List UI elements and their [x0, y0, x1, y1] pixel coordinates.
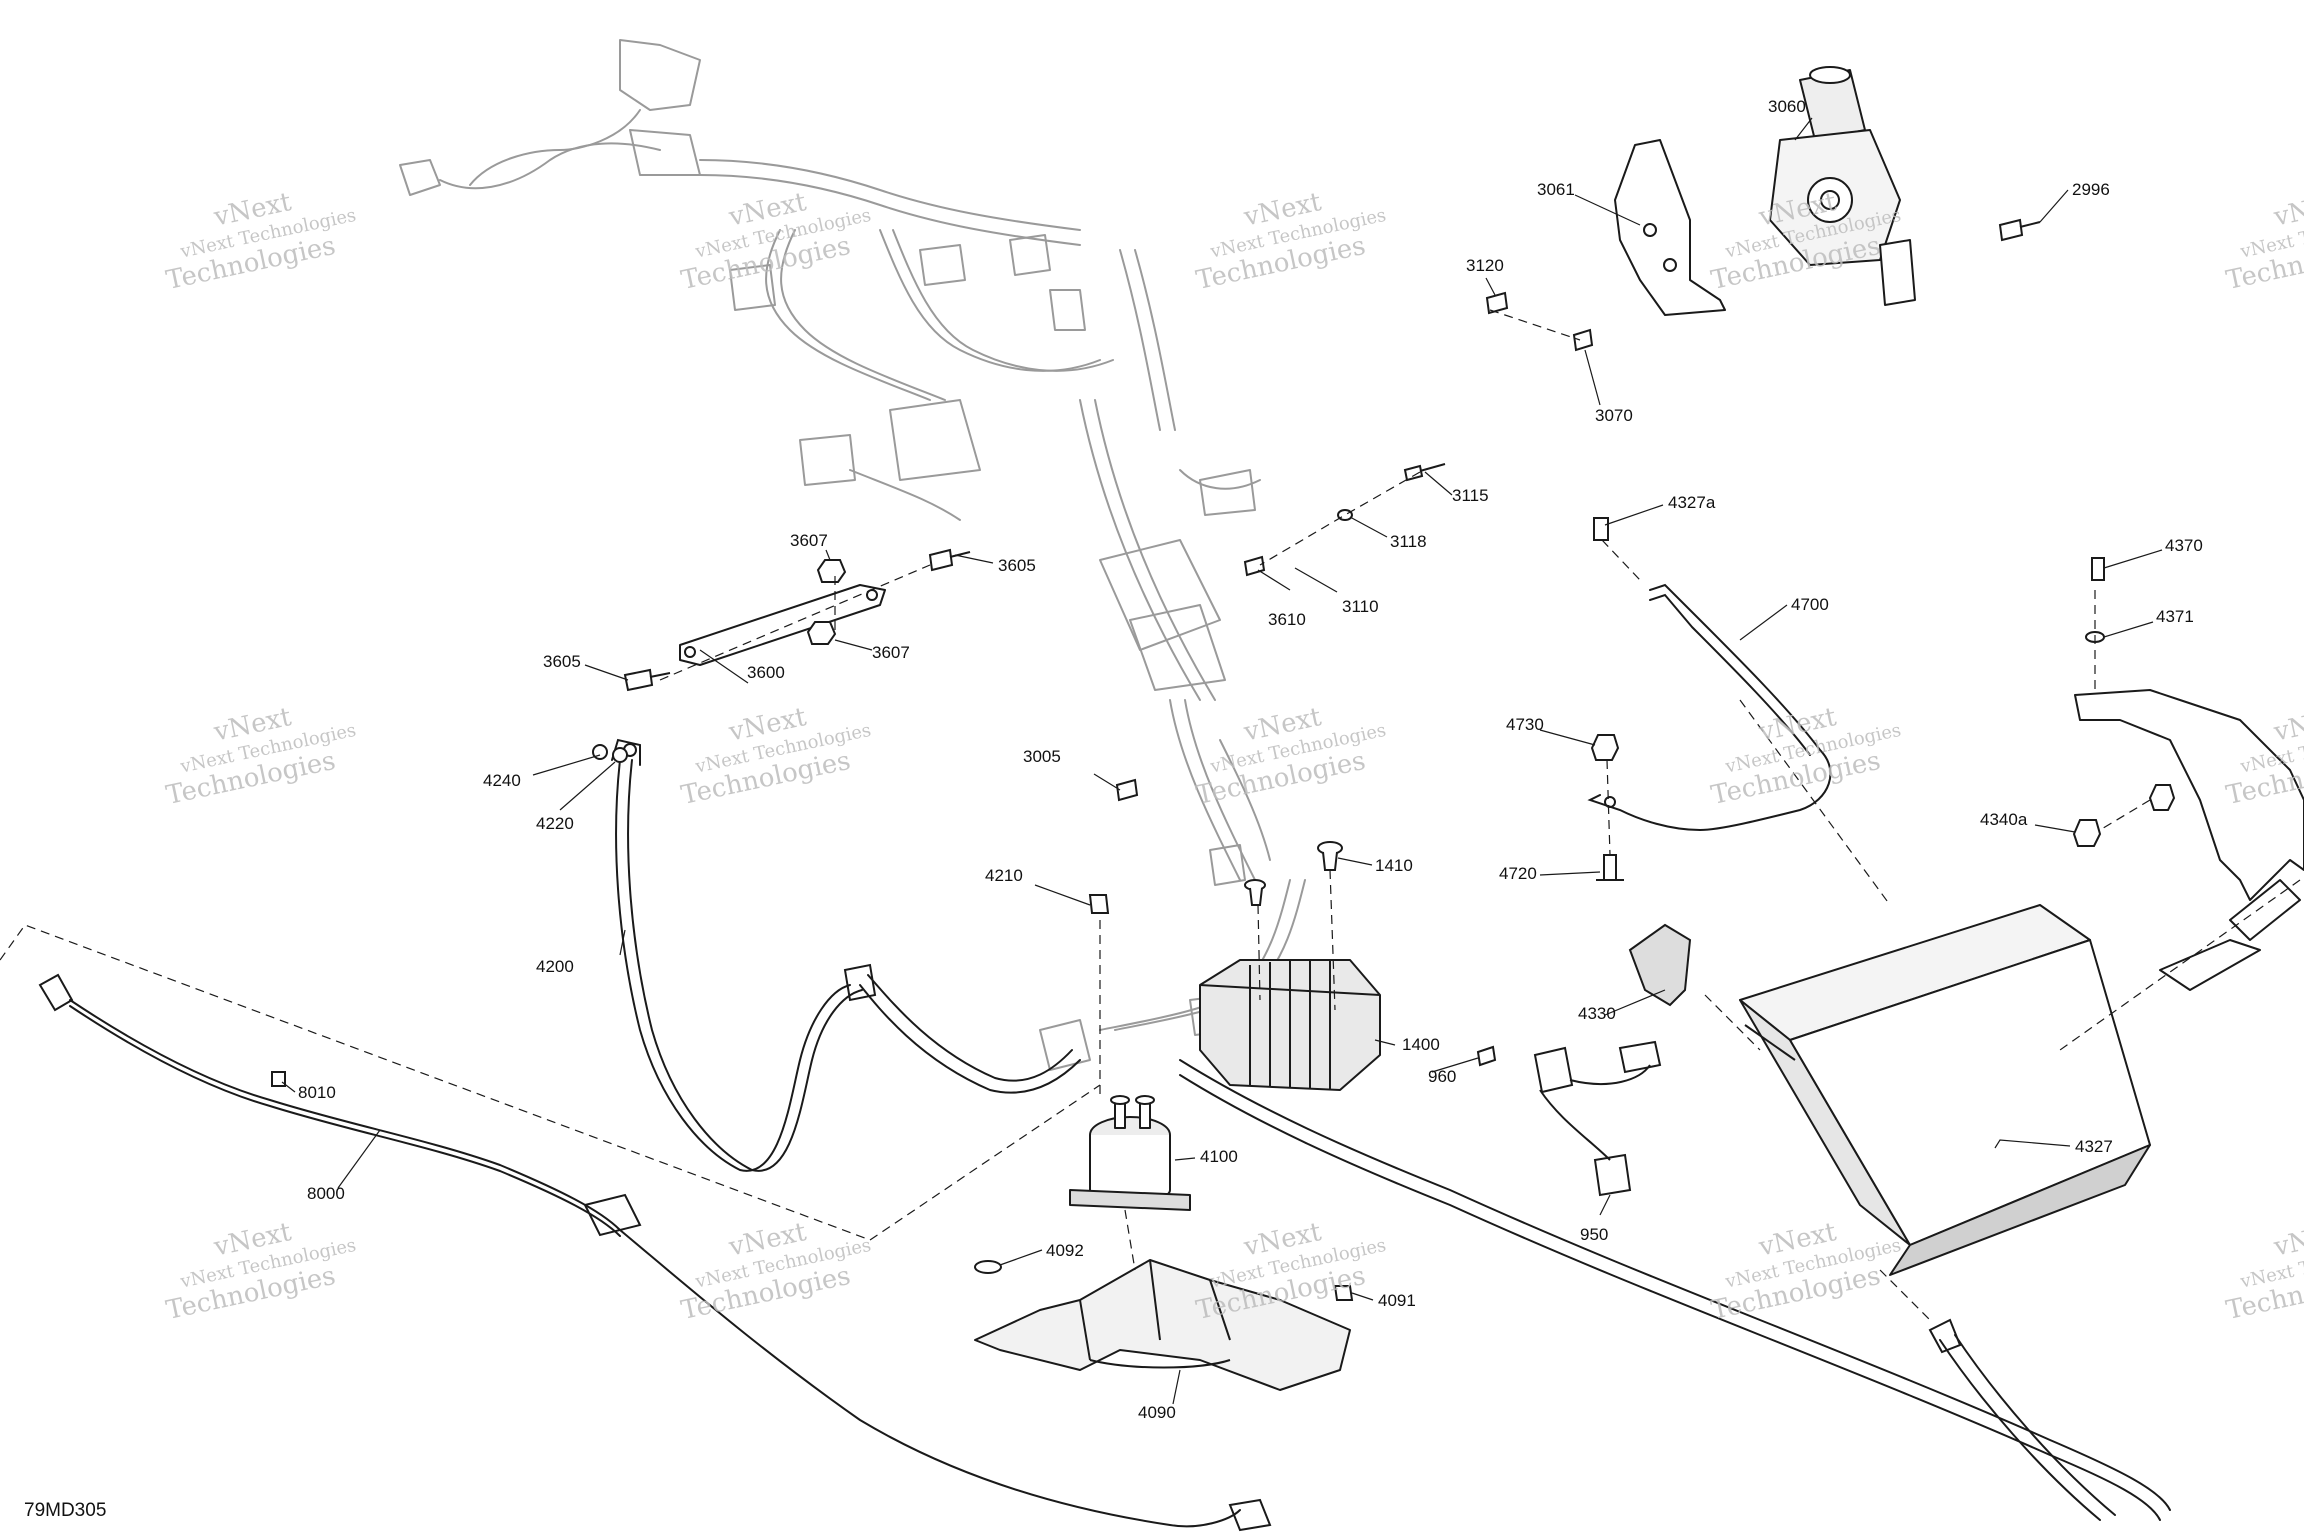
- callout-4370: 4370: [2165, 536, 2203, 555]
- accessory-wire-8000: [38, 973, 1272, 1532]
- callout-4220: 4220: [536, 814, 574, 833]
- watermark-14: vNext vNext Technologies Technologies: [1709, 1217, 1903, 1326]
- callout-3607-upper: 3607: [790, 531, 828, 550]
- watermark-9: vNext vNext Technologies Technologies: [1709, 702, 1903, 811]
- callout-8010: 8010: [298, 1083, 336, 1102]
- callout-2996: 2996: [2072, 180, 2110, 199]
- watermark-8: vNext vNext Technologies Technologies: [1194, 702, 1388, 811]
- watermark-mark: vNext: [2270, 702, 2304, 748]
- starter-solenoid-4100: [1069, 1095, 1191, 1211]
- voltage-regulator-1400: [1199, 959, 1381, 1091]
- callout-950: 950: [1580, 1225, 1608, 1244]
- callout-3120: 3120: [1466, 256, 1504, 275]
- callout-4330: 4330: [1578, 1004, 1616, 1023]
- fasteners: [271, 218, 2176, 1301]
- starter-cable: [843, 963, 1081, 1094]
- watermark-11: vNext vNext Technologies Technologies: [164, 1217, 358, 1326]
- watermark-2: vNext vNext Technologies Technologies: [679, 187, 873, 296]
- callout-4371: 4371: [2156, 607, 2194, 626]
- callout-4327: 4327: [2075, 1137, 2113, 1156]
- callout-960: 960: [1428, 1067, 1456, 1086]
- assembly-dashed-lines: [0, 309, 2301, 1321]
- actuator-3060: [1769, 66, 1916, 306]
- callout-8000: 8000: [307, 1184, 345, 1203]
- callout-4090: 4090: [1138, 1403, 1176, 1422]
- callout-1410: 1410: [1375, 856, 1413, 875]
- solenoid-bracket-4090: [974, 1259, 1351, 1391]
- callout-4720: 4720: [1499, 864, 1537, 883]
- watermark-7: vNext vNext Technologies Technologies: [679, 702, 873, 811]
- battery-4327: [1739, 904, 2151, 1276]
- watermark-15: vNext vNext Technologies Technologies: [2224, 1217, 2304, 1326]
- callout-3005: 3005: [1023, 747, 1061, 766]
- battery-cable-4200: [611, 738, 863, 1172]
- callout-3605-right: 3605: [998, 556, 1036, 575]
- wiring-harness-lower: [1179, 1059, 2171, 1521]
- bracket-3061: [1614, 139, 1726, 316]
- callout-4100: 4100: [1200, 1147, 1238, 1166]
- battery-strap-4700: [1587, 583, 1832, 831]
- watermark-mark: vNext: [2270, 1217, 2304, 1263]
- callout-4210: 4210: [985, 866, 1023, 885]
- bracket-3600: [679, 584, 886, 666]
- callout-3061: 3061: [1537, 180, 1575, 199]
- callout-3605-left: 3605: [543, 652, 581, 671]
- callout-3110: 3110: [1342, 597, 1379, 616]
- watermark-5: vNext vNext Technologies Technologies: [2224, 187, 2304, 296]
- watermark-6: vNext vNext Technologies Technologies: [164, 702, 358, 811]
- callout-4200: 4200: [536, 957, 574, 976]
- main-wiring-harness-ghost: [399, 39, 1306, 1071]
- callout-4092: 4092: [1046, 1241, 1084, 1260]
- callout-3070: 3070: [1595, 406, 1633, 425]
- watermark-3: vNext vNext Technologies Technologies: [1194, 187, 1388, 296]
- callout-4240: 4240: [483, 771, 521, 790]
- callout-3600: 3600: [747, 663, 785, 682]
- callout-4091: 4091: [1378, 1291, 1416, 1310]
- callout-3607-lower: 3607: [872, 643, 910, 662]
- callout-3118: 3118: [1390, 532, 1427, 551]
- watermark-12: vNext vNext Technologies Technologies: [679, 1217, 873, 1326]
- watermark-1: vNext vNext Technologies Technologies: [164, 187, 358, 296]
- callout-3060: 3060: [1768, 97, 1806, 116]
- callout-labels: 3060 2996 3061 3120 3070 3115 3118 3110 …: [298, 97, 2203, 1422]
- callout-4730: 4730: [1506, 715, 1544, 734]
- callout-3610: 3610: [1268, 610, 1306, 629]
- diagram-code: 79MD305: [24, 1500, 107, 1521]
- callout-4700: 4700: [1791, 595, 1829, 614]
- callout-1400: 1400: [1402, 1035, 1440, 1054]
- callout-3115: 3115: [1452, 486, 1489, 505]
- watermark-mark: vNext: [2270, 187, 2304, 233]
- right-mount-bracket: [2074, 689, 2304, 991]
- callout-4327a: 4327a: [1668, 493, 1716, 512]
- callout-4340a: 4340a: [1980, 810, 2028, 829]
- leader-lines: [281, 117, 2163, 1405]
